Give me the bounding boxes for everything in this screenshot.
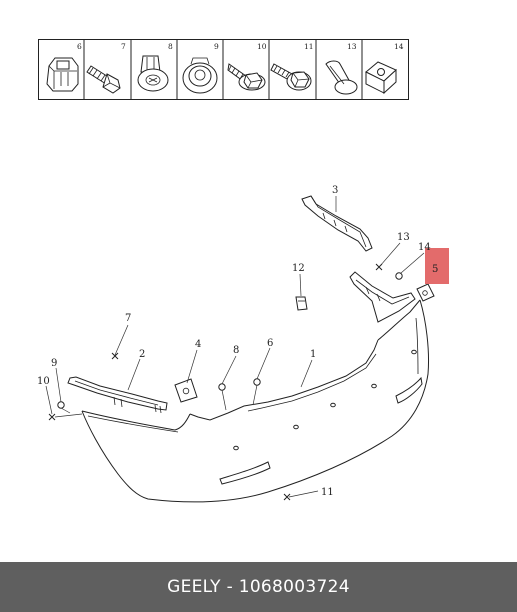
callout-8: 8 (233, 345, 239, 356)
legend-item-9: 9 (182, 42, 219, 94)
legend-number: 7 (121, 42, 126, 51)
rivet-icon (137, 55, 169, 92)
legend-item-7: 7 (86, 42, 126, 94)
callout-7: 7 (125, 313, 131, 324)
legend-number: 10 (257, 42, 267, 51)
callout-12: 12 (292, 263, 305, 274)
legend-number: 14 (394, 42, 404, 51)
part-9-marker (57, 401, 65, 409)
legend-number: 13 (347, 42, 357, 51)
highlight-box (425, 248, 449, 284)
plug-icon (325, 60, 358, 95)
push-clip-icon (46, 57, 79, 92)
part-2-side-bracket (67, 376, 168, 414)
callout-14: 14 (418, 242, 431, 253)
part-4-bracket (174, 378, 198, 403)
grommet-icon (182, 57, 218, 94)
square-nut-icon (365, 61, 397, 95)
leader-lines (45, 196, 425, 498)
legend-number: 11 (304, 42, 314, 51)
legend-item-14: 14 (365, 42, 404, 95)
part-14-marker (395, 272, 403, 280)
legend-item-10: 10 (227, 42, 267, 91)
footer-text: GEELY - 1068003724 (167, 577, 350, 597)
callout-5: 5 (432, 264, 438, 275)
callout-3: 3 (332, 185, 338, 196)
callout-10: 10 (37, 376, 50, 387)
footer-part-number-bar: GEELY - 1068003724 (0, 562, 517, 612)
flange-bolt-icon (270, 63, 312, 91)
legend-item-6: 6 (46, 42, 82, 92)
right-side-bracket (349, 271, 416, 323)
part-11-marker (283, 493, 291, 501)
part-6-marker (253, 378, 261, 386)
callout-4: 4 (195, 339, 201, 350)
part-5-clip (416, 283, 435, 302)
legend-number: 9 (214, 42, 219, 51)
callout-numbers: 3 13 14 5 12 1 2 7 4 8 6 9 10 11 (37, 185, 438, 498)
fastener-legend: 6 7 8 (38, 39, 409, 100)
legend-number: 8 (168, 42, 173, 51)
part-8-marker (218, 383, 226, 391)
legend-item-11: 11 (270, 42, 314, 91)
callout-9: 9 (51, 358, 57, 369)
legend-number: 6 (77, 42, 82, 51)
part-10-marker (48, 413, 56, 421)
legend-item-8: 8 (137, 42, 173, 92)
part-3-upper-bracket (301, 195, 373, 252)
callout-13: 13 (397, 232, 410, 243)
part-1-bumper-cover (81, 299, 429, 503)
part-12-retainer (295, 296, 308, 311)
legend-item-13: 13 (325, 42, 358, 95)
callout-1: 1 (310, 349, 316, 360)
rear-bumper-exploded-diagram: 6 7 8 (37, 39, 449, 503)
callout-6: 6 (267, 338, 273, 349)
callout-11: 11 (321, 487, 334, 498)
callout-2: 2 (139, 349, 145, 360)
screw-washer-icon (227, 63, 266, 91)
part-7-marker (111, 352, 119, 360)
bolt-icon (86, 65, 121, 94)
